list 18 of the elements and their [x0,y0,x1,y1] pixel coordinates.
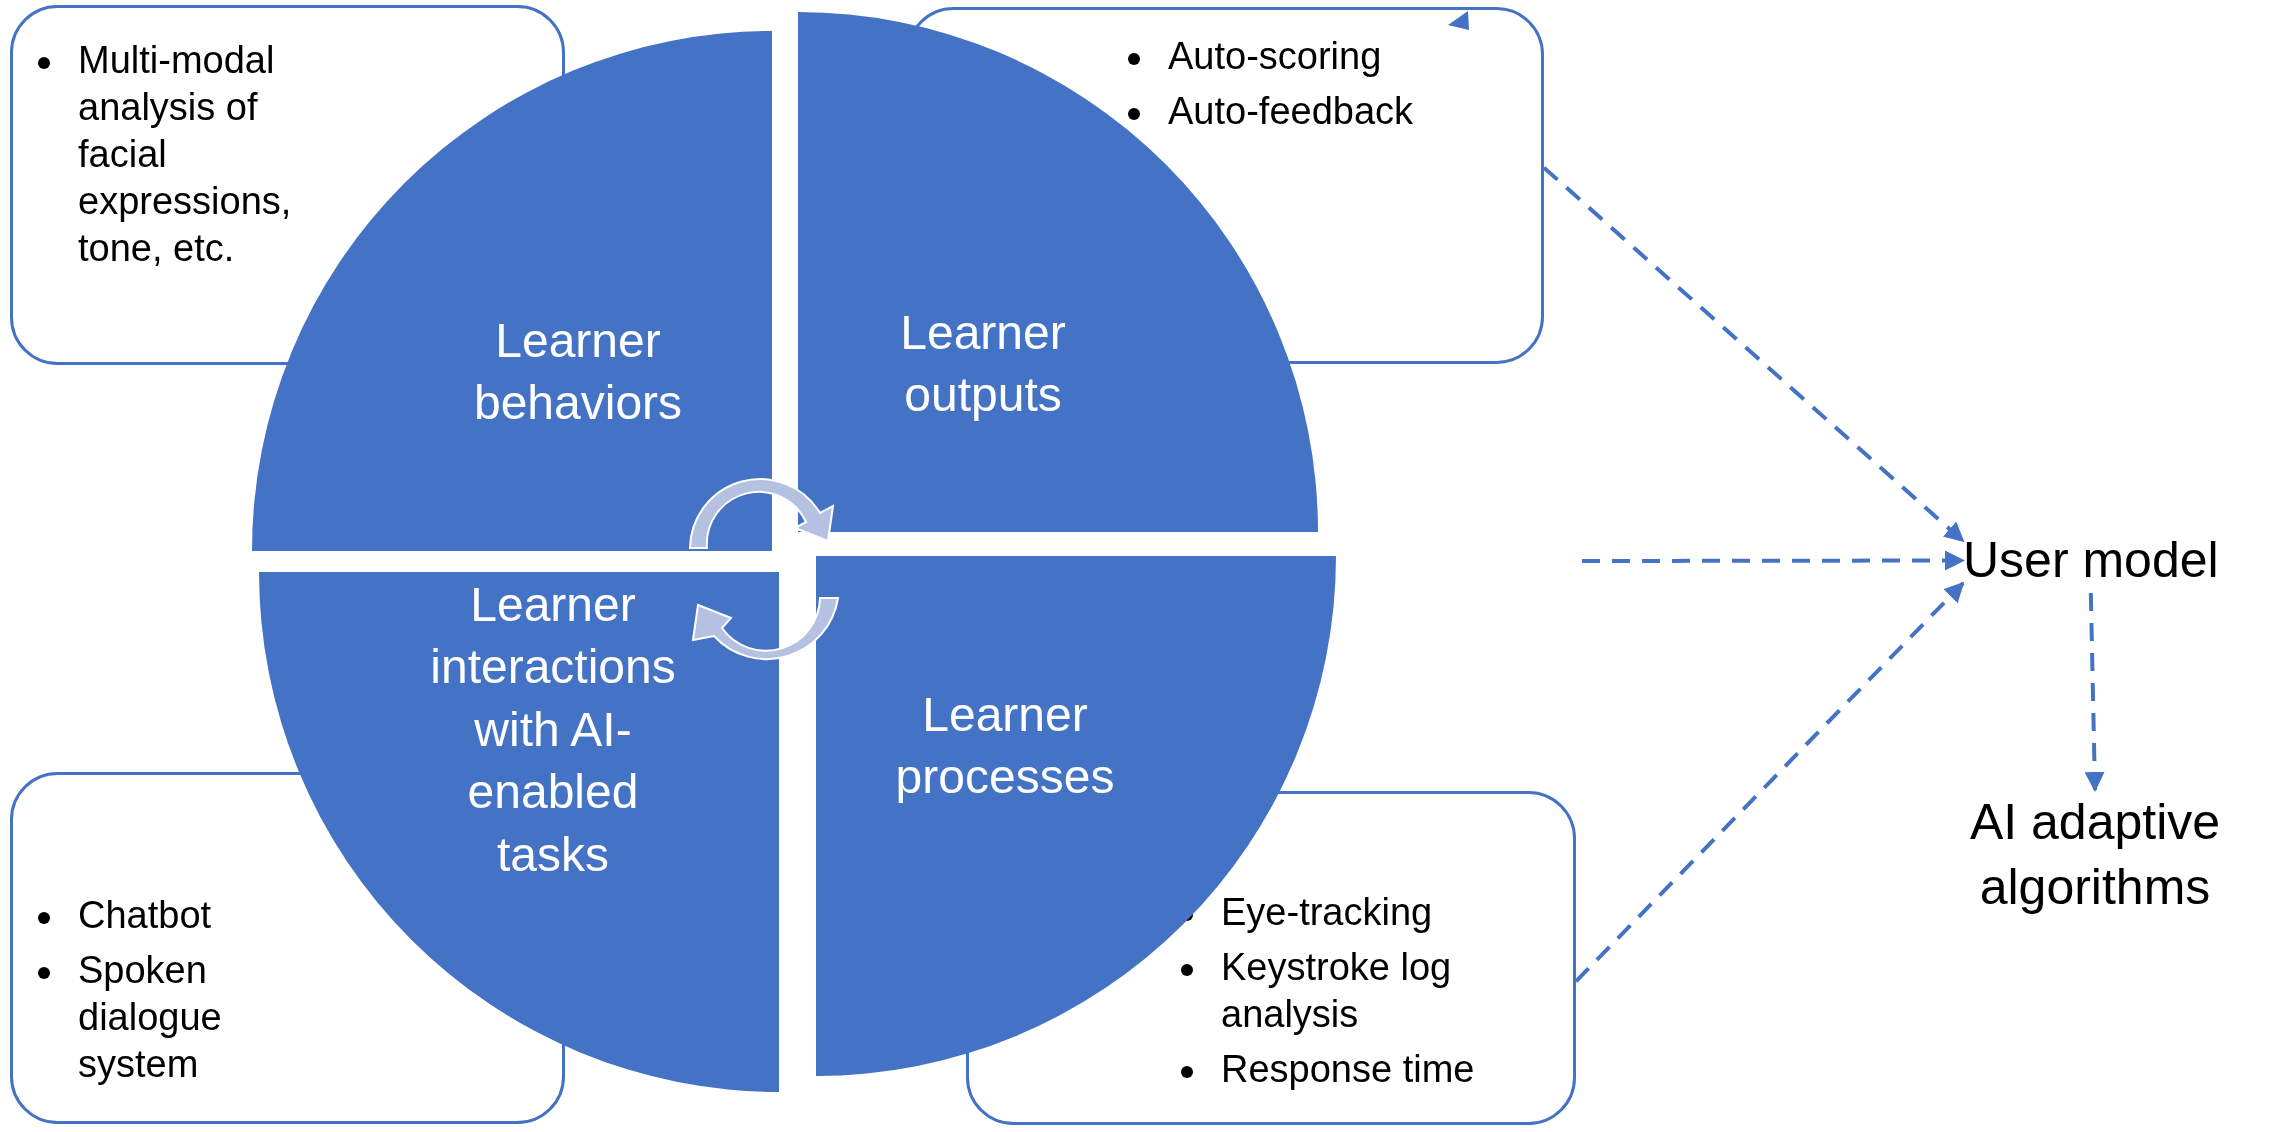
bullet-text: Eye-tracking [1221,890,1433,935]
bullet-text: Response time [1221,1047,1475,1093]
quadrant-label: Learner interactions with AI-enabled tasks [429,577,677,883]
bullet-text: Multi-modal analysis of facial expressions, tone, etc. [78,38,293,272]
node-label: User model [1963,528,2219,593]
quadrant-label: Learner behaviors [472,312,684,431]
dashed-arrow [1542,166,1965,543]
bullet-text: Spoken dialogue system [78,948,223,1088]
bullet-text: Keystroke log analysis [1221,945,1453,1038]
bullet-text: Auto-feedback [1168,89,1414,135]
quadrant-label: Learner outputs [899,304,1067,423]
dashed-arrow [1574,581,1965,983]
quadrant-label: Learner processes [894,686,1116,805]
bullet-text: Chatbot [78,893,212,938]
dashed-arrow [2084,592,2105,792]
bullet-text: Auto-scoring [1168,34,1382,79]
node-label: AI adaptive algorithms [1950,790,2240,920]
dashed-arrow [1582,550,1965,571]
